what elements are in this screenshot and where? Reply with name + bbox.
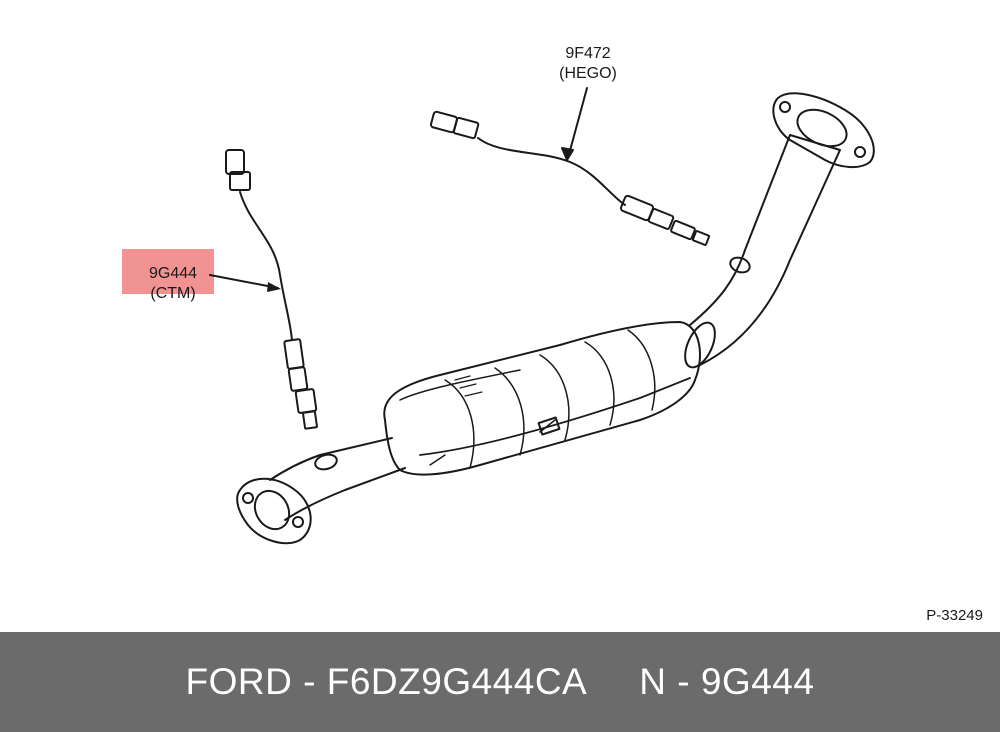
hego-sensor	[430, 110, 751, 274]
lower-flange	[236, 477, 312, 545]
ctm-desc-label: (CTM)	[150, 285, 195, 302]
part-info-bar: FORD - F6DZ9G444CA N - 9G444	[0, 632, 1000, 732]
number-prefix: N	[639, 661, 667, 702]
upper-flange	[772, 92, 875, 168]
hego-leader-line	[561, 87, 588, 161]
highlight-box	[122, 249, 214, 294]
hego-desc-label: (HEGO)	[559, 65, 617, 82]
reference-code: P-33249	[926, 607, 983, 624]
ctm-leader-line	[209, 274, 279, 289]
catalytic-converter	[383, 321, 701, 476]
upper-exhaust-pipe	[684, 134, 841, 369]
lower-exhaust-pipe	[269, 437, 406, 521]
part-caption: FORD - F6DZ9G444CA N - 9G444	[186, 661, 815, 703]
exhaust-diagram: 9F472 (HEGO) 9G444 (CTM) P-33249	[122, 45, 983, 624]
part-number: 9G444	[700, 661, 815, 702]
ctm-sensor	[225, 149, 318, 430]
brand-name: FORD	[185, 661, 293, 702]
ctm-part-label: 9G444	[149, 265, 197, 282]
oem-number: F6DZ9G444CA	[326, 661, 588, 702]
hego-part-label: 9F472	[565, 45, 610, 62]
dash-separator: -	[303, 661, 316, 702]
dash-separator-2: -	[677, 661, 691, 702]
